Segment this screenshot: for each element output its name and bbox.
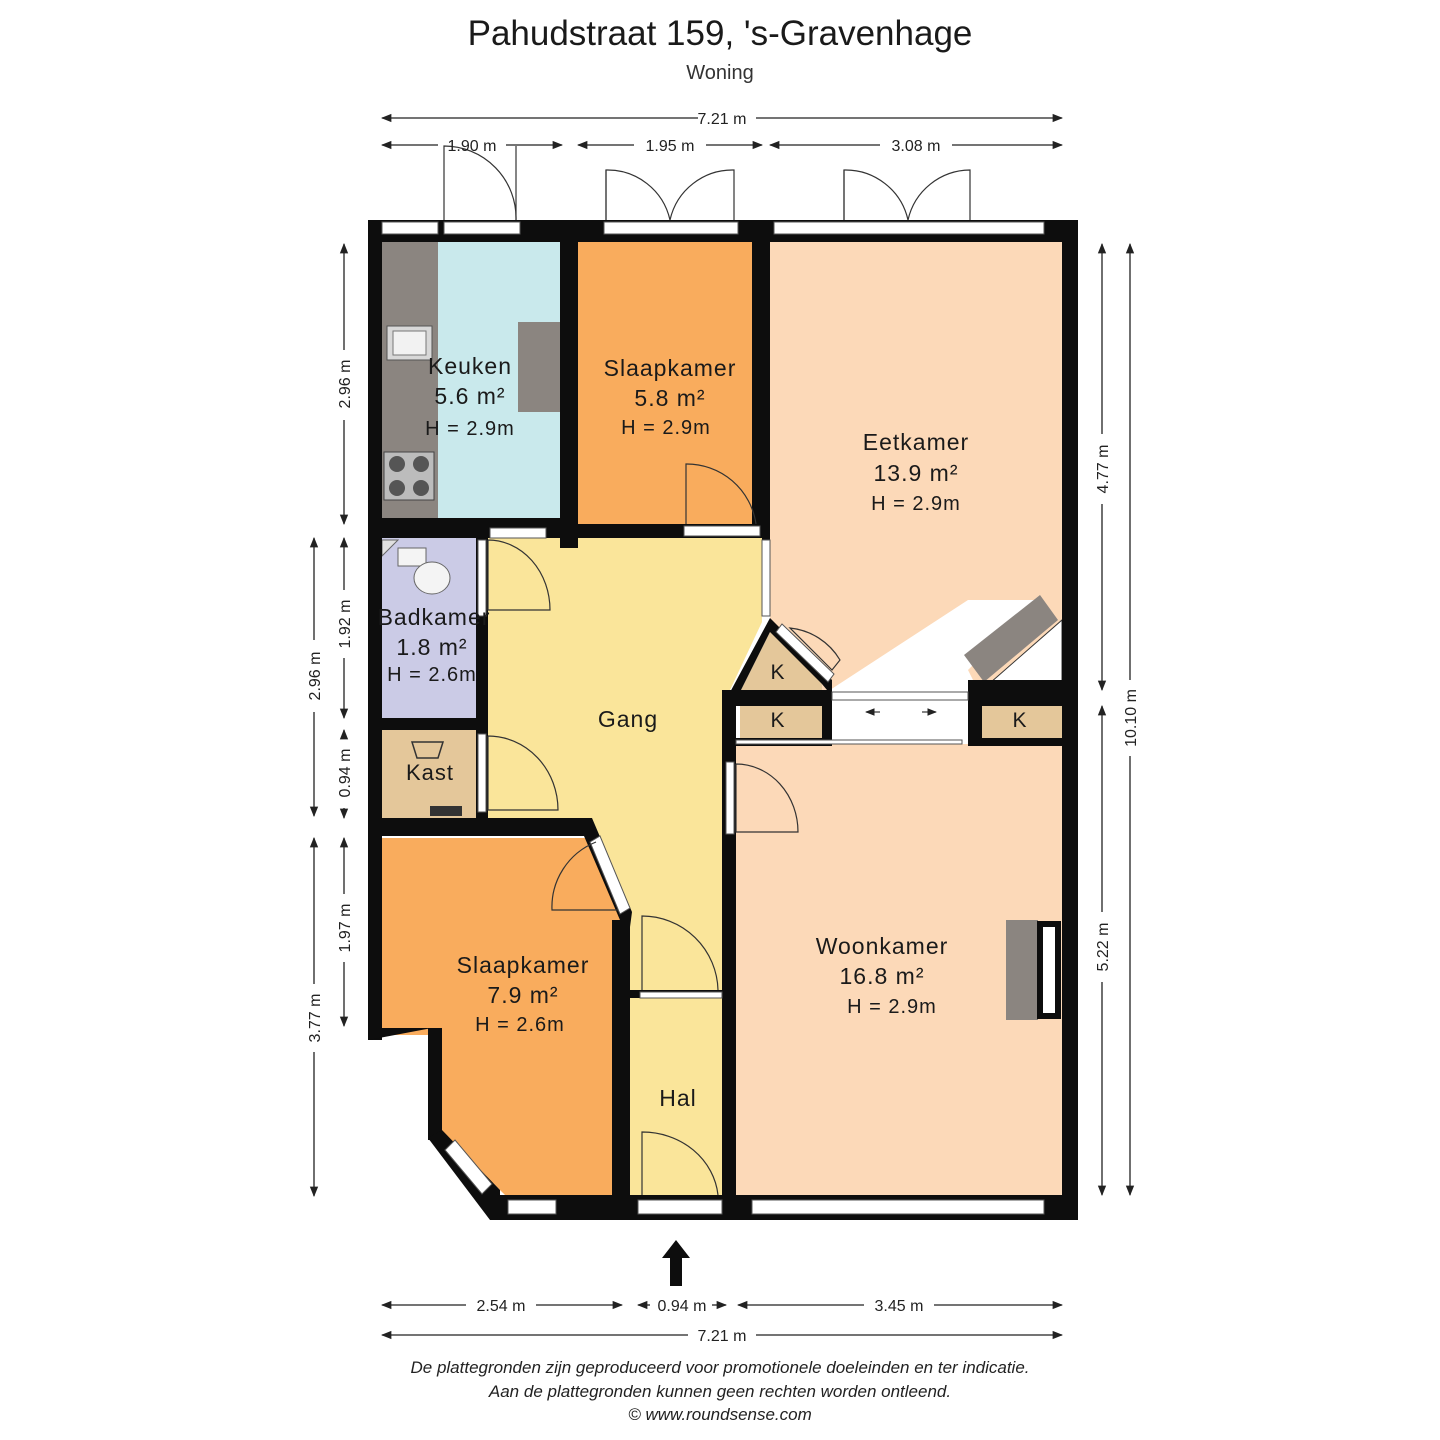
keuken-height: H = 2.9m <box>425 418 515 440</box>
dim-bottom-segments: 2.54 m 0.94 m 3.45 m <box>380 1298 1064 1315</box>
eetkamer-name: Eetkamer <box>863 429 969 455</box>
dim-bottom-seg-2: 0.94 m <box>658 1298 707 1315</box>
eetkamer-height: H = 2.9m <box>871 493 961 515</box>
page-subtitle: Woning <box>686 62 754 84</box>
dim-left-inner-1: 1.92 m <box>337 600 354 649</box>
disclaimer-line-1: De plattegronden zijn geproduceerd voor … <box>410 1358 1030 1377</box>
disclaimer-line-2: Aan de plattegronden kunnen geen rechten… <box>488 1382 952 1401</box>
dim-top-total: 7.21 m <box>380 111 1064 128</box>
slaapkamer-bottom-height: H = 2.6m <box>475 1014 565 1036</box>
slaapkamer-top-area: 5.8 m² <box>634 385 705 411</box>
keuken-area: 5.6 m² <box>434 383 505 409</box>
dim-left-outer: 2.96 m 2.96 m 3.77 m <box>307 242 354 1198</box>
woonkamer-area: 16.8 m² <box>840 963 925 989</box>
room-woonkamer: Woonkamer 16.8 m² H = 2.9m <box>816 933 949 1018</box>
badkamer-area: 1.8 m² <box>396 634 467 660</box>
dim-bottom-total-label: 7.21 m <box>698 1328 747 1345</box>
eetkamer-floor <box>770 242 1062 690</box>
room-keuken: Keuken 5.6 m² H = 2.9m <box>425 353 515 440</box>
gang-name: Gang <box>598 706 658 732</box>
slaapkamer-top-name: Slaapkamer <box>604 355 737 381</box>
closet-k3-label: K <box>1012 709 1027 732</box>
dim-left-outer-2: 2.96 m <box>307 652 324 701</box>
sink-basin <box>392 330 427 356</box>
dim-right-outer: 10.10 m <box>1123 242 1140 1197</box>
closet-k2-floor <box>740 706 822 738</box>
closet-k1-floor <box>740 632 822 692</box>
room-badkamer: Badkamer 1.8 m² H = 2.6m <box>378 604 491 686</box>
hal-floor <box>630 998 722 1195</box>
dim-bottom-seg-3: 3.45 m <box>875 1298 924 1315</box>
washing-machine-icon <box>410 741 445 759</box>
gang-floor <box>488 538 762 995</box>
chimney-woonkamer <box>1006 920 1038 1020</box>
dim-right-inner-2: 5.22 m <box>1095 923 1112 972</box>
dim-top-seg-3: 3.08 m <box>892 138 941 155</box>
dim-right-inner-1: 4.77 m <box>1095 445 1112 494</box>
dim-left-outer-3: 3.77 m <box>307 994 324 1043</box>
woonkamer-name: Woonkamer <box>816 933 949 959</box>
slaapkamer-bottom-area: 7.9 m² <box>487 982 558 1008</box>
page-title: Pahudstraat 159, 's-Gravenhage <box>467 14 973 53</box>
closet-k1-label: K <box>770 661 785 684</box>
dim-left-outer-1: 2.96 m <box>337 360 354 409</box>
room-slaapkamer-bottom: Slaapkamer 7.9 m² H = 2.6m <box>457 952 590 1036</box>
woonkamer-height: H = 2.9m <box>847 996 937 1018</box>
dim-bottom-seg-1: 2.54 m <box>477 1298 526 1315</box>
windows <box>381 221 1045 1215</box>
chimney-eetkamer <box>964 595 1058 682</box>
doors <box>443 145 971 1196</box>
dim-top-seg-2: 1.95 m <box>646 138 695 155</box>
chimney-flue-woonkamer <box>1037 921 1061 1019</box>
badkamer-name: Badkamer <box>378 604 491 630</box>
copyright-link[interactable]: © www.roundsense.com <box>628 1405 812 1424</box>
slaapkamer-top-height: H = 2.9m <box>621 417 711 439</box>
room-slaapkamer-top: Slaapkamer 5.8 m² H = 2.9m <box>604 355 737 439</box>
boiler-icon <box>430 806 462 816</box>
toilet-icon <box>397 547 451 595</box>
closet-k2-label: K <box>770 709 785 732</box>
dim-top-segments: 1.90 m 1.95 m 3.08 m <box>380 138 1064 155</box>
dim-left-inner: 1.92 m 0.94 m 1.97 m <box>337 536 354 1028</box>
dim-right-outer-label: 10.10 m <box>1123 689 1140 747</box>
slaapkamer-bottom-name: Slaapkamer <box>457 952 590 978</box>
kitchen-counter-island <box>518 322 560 412</box>
dim-left-inner-2: 0.94 m <box>337 749 354 798</box>
dim-bottom-total: 7.21 m <box>380 1328 1064 1345</box>
stove-icon <box>383 451 435 501</box>
room-eetkamer: Eetkamer 13.9 m² H = 2.9m <box>863 429 969 515</box>
dim-left-inner-3: 1.97 m <box>337 904 354 953</box>
keuken-name: Keuken <box>428 353 512 379</box>
dim-right-inner: 4.77 m 5.22 m <box>1095 242 1112 1197</box>
eetkamer-area: 13.9 m² <box>874 460 959 486</box>
kast-floor <box>380 730 478 818</box>
badkamer-height: H = 2.6m <box>387 664 477 686</box>
hal-name: Hal <box>659 1085 697 1111</box>
dim-top-total-label: 7.21 m <box>698 111 747 128</box>
entrance-arrow-icon <box>662 1240 690 1286</box>
closet-k3-floor <box>982 706 1062 738</box>
slaapkamer-top-floor <box>578 242 762 524</box>
dim-top-seg-1: 1.90 m <box>448 138 497 155</box>
kast-name: Kast <box>406 760 454 785</box>
